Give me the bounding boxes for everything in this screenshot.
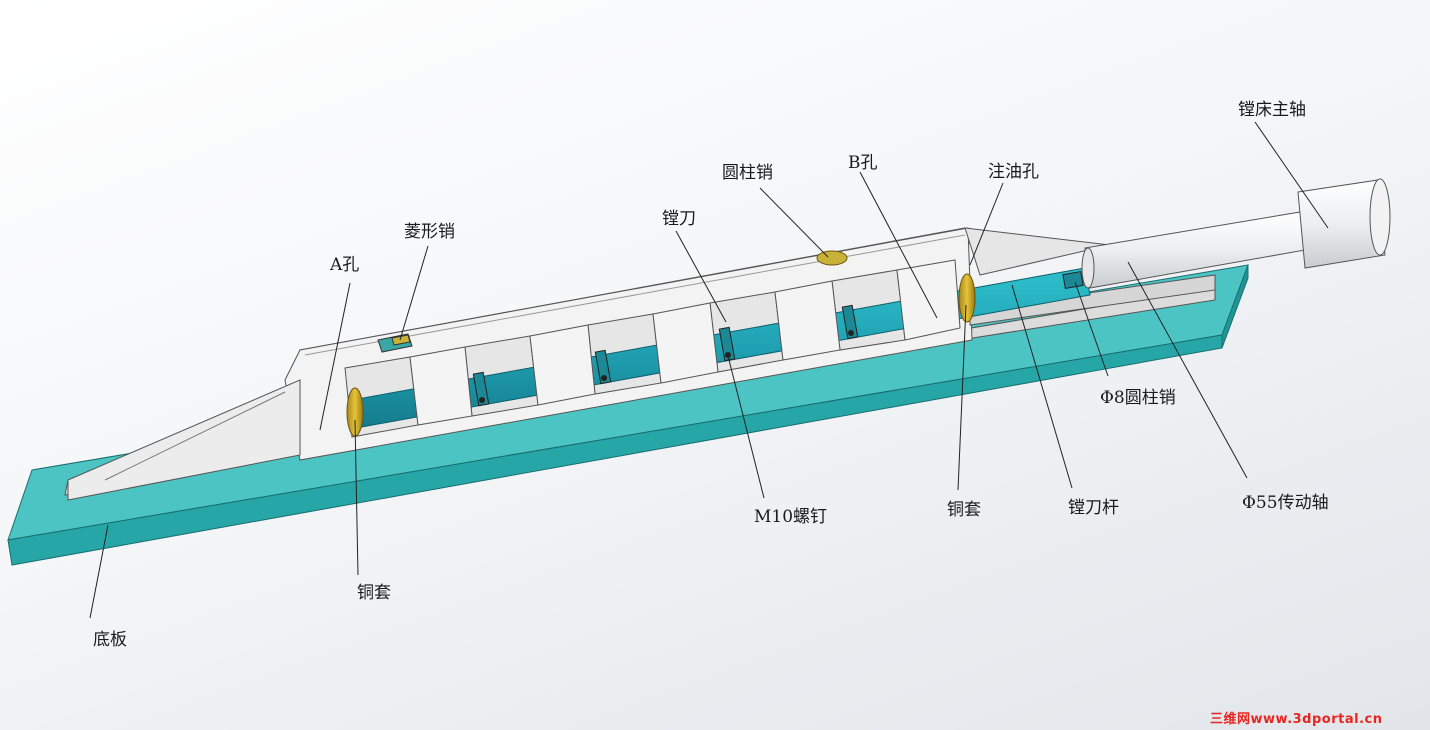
screw-head [848,330,854,336]
leader-a-hole [319,282,351,431]
copper-bushings [346,273,976,437]
screw-clamp [594,349,612,385]
leader-diamond-pin [399,245,429,341]
label-phi55-shaft: Φ55传动轴 [1242,493,1329,513]
leader-phi8-pin [1074,281,1109,377]
label-a-hole: A孔 [330,255,360,275]
screw-clamp [718,326,736,362]
base-plate-end [1221,264,1249,349]
fixture-pillars [409,259,961,426]
label-m10-screw: M10螺钉 [754,507,828,527]
label-phi8-pin: Φ8圆柱销 [1100,388,1176,408]
boring-machine-spindle [1297,179,1386,269]
diamond-pin-top [391,334,411,346]
phi8-cylindrical-pin [1062,270,1084,290]
label-boring-bar: 镗刀杆 [1068,498,1119,518]
label-bushing-right: 铜套 [947,500,981,520]
pillar-1 [409,346,473,426]
taper-edge [104,391,286,481]
pillar-2 [529,324,596,406]
label-bushing-left: 铜套 [357,583,391,603]
label-spindle: 镗床主轴 [1238,100,1306,120]
pillar-5 [896,259,961,341]
label-cylindrical-pin: 圆柱销 [722,163,773,183]
label-b-hole: B孔 [848,153,878,173]
right-taper-block [964,227,1111,276]
pillar-4 [774,280,841,361]
label-base-plate: 底板 [93,630,127,650]
spindle-end-face [1369,178,1391,256]
leader-boring-tool [675,230,727,323]
label-oil-hole: 注油孔 [988,162,1039,182]
leader-b-hole [859,171,938,319]
phi55-drive-shaft-end [1081,247,1095,289]
leader-boring-bar [1011,284,1073,489]
drive-shaft-group [1081,178,1391,289]
screw-clamp [472,371,490,407]
leader-phi55-shaft [1127,261,1248,479]
leader-m10-screw [727,355,765,499]
leader-cyl-pin [759,187,829,258]
screw-head [479,397,485,403]
leader-oil-hole [969,182,1004,266]
leader-lines [89,121,1329,619]
top-edge-line [304,234,966,356]
cylindrical-pin [816,250,848,266]
screw-clamps [472,304,859,407]
screw-head [725,352,731,358]
screw-clamp [841,304,859,340]
leader-bushing-left [354,419,359,576]
label-diamond-pin: 菱形销 [404,222,455,242]
screw-head [601,375,607,381]
pillar-3 [652,302,719,384]
leader-base-plate [89,524,109,619]
leader-spindle [1254,121,1329,229]
copper-bushing-right [958,273,976,323]
watermark: 三维网www.3dportal.cn [1210,712,1383,727]
label-boring-tool: 镗刀 [662,209,696,229]
leader-bushing-right [957,304,967,491]
locating-pins [377,250,1084,353]
